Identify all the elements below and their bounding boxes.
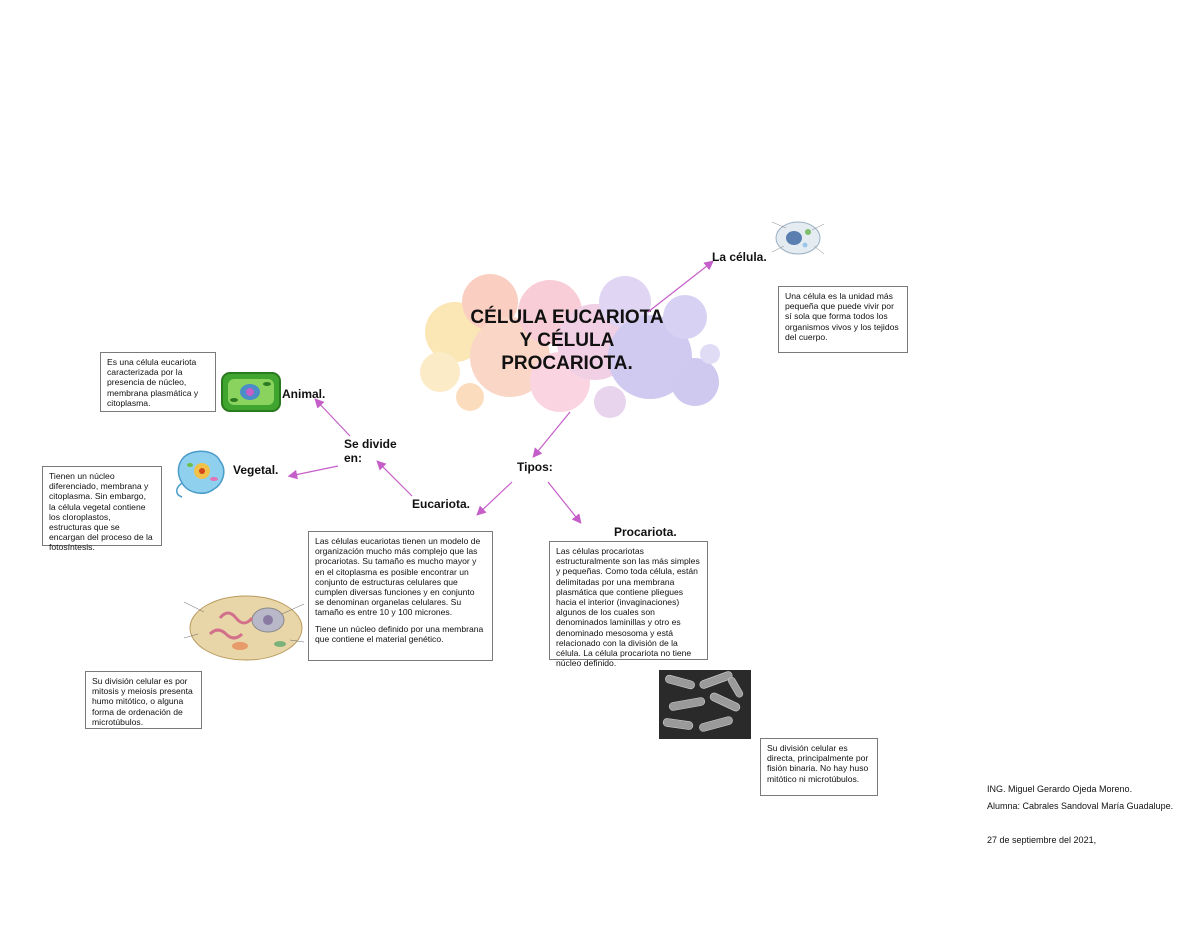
arrow-to-vegetal bbox=[287, 465, 339, 480]
animal-description: Es una célula eucariota caracterizada po… bbox=[100, 352, 216, 412]
node-vegetal: Vegetal. bbox=[233, 463, 279, 477]
arrow-to-procariota bbox=[547, 481, 582, 524]
node-la-celula: La célula. bbox=[712, 250, 767, 264]
node-eucariota: Eucariota. bbox=[412, 497, 471, 511]
eucariota-description: Las células eucariotas tienen un modelo … bbox=[308, 531, 493, 661]
la-celula-description: Una célula es la unidad más pequeña que … bbox=[778, 286, 908, 353]
arrow-to-eucariota bbox=[476, 481, 513, 516]
teacher-credit: ING. Miguel Gerardo Ojeda Moreno. bbox=[987, 784, 1133, 794]
node-animal: Animal. bbox=[282, 387, 326, 401]
student-credit: Alumna: Cabrales Sandoval María Guadalup… bbox=[987, 801, 1174, 811]
vegetal-description: Tienen un núcleo diferenciado, membrana … bbox=[42, 466, 162, 552]
node-procariota: Procariota. bbox=[614, 525, 677, 539]
date-credit: 27 de septiembre del 2021, bbox=[987, 835, 1097, 845]
eukaryotic-cell-illustration bbox=[183, 595, 305, 661]
eucariota-paragraph-1: Las células eucariotas tienen un modelo … bbox=[315, 536, 481, 618]
bacteria-micrograph-image bbox=[659, 670, 751, 739]
arrow-to-animal bbox=[314, 398, 351, 437]
node-se-divide: Se divide en: bbox=[344, 437, 397, 465]
cell-diagram-image bbox=[771, 221, 825, 255]
plant-cell-image bbox=[221, 372, 281, 412]
watercolor-splash bbox=[420, 274, 720, 418]
eucariota-division: Su división celular es por mitosis y mei… bbox=[85, 671, 202, 729]
arrow-to-se-divide bbox=[376, 460, 413, 497]
eucariota-paragraph-2: Tiene un núcleo definido por una membran… bbox=[315, 623, 484, 644]
title-line-3: PROCARIOTA. bbox=[501, 353, 633, 374]
title-line-1: CÉLULA EUCARIOTA bbox=[470, 307, 664, 328]
page-title: CÉLULA EUCARIOTA Y CÉLULA PROCARIOTA. bbox=[462, 306, 672, 375]
animal-cell-cartoon-image bbox=[176, 450, 225, 498]
title-line-2: Y CÉLULA bbox=[519, 330, 615, 351]
procariota-description: Las células procariotas estructuralmente… bbox=[549, 541, 708, 668]
node-tipos: Tipos: bbox=[517, 460, 553, 474]
procariota-division: Su división celular es directa, principa… bbox=[760, 738, 878, 796]
